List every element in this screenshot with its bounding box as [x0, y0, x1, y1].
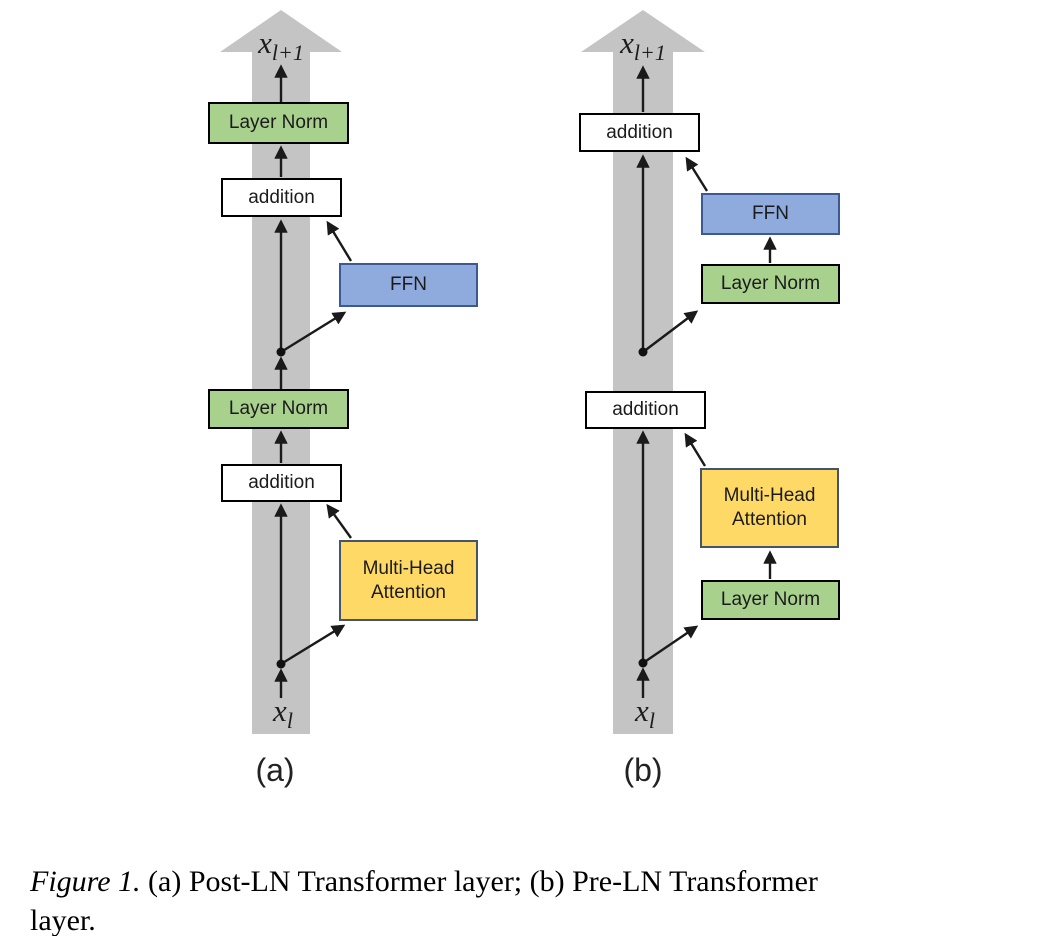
output-label-a: xl+1: [258, 25, 304, 66]
arrow-a-branch-to-ffn: [280, 311, 347, 354]
layer-norm-top-box-a: Layer Norm: [208, 102, 349, 144]
arrow-b-branch-to-layernorm-low: [642, 625, 699, 664]
caption-line1: (a) Post-LN Transformer layer; (b) Pre-L…: [148, 865, 818, 898]
arrow-a-ffn-to-addition: [326, 220, 353, 262]
layer-norm-low-box-b: Layer Norm: [701, 580, 840, 620]
panel-label-a: (a): [255, 752, 295, 788]
arrow-b-branch-to-layernorm-up: [642, 310, 699, 353]
arrow-a-branch-to-mha: [280, 624, 346, 666]
caption-line2: layer.: [30, 904, 96, 936]
ffn-box-b: FFN: [701, 193, 840, 235]
layer-norm-mid-box-a: Layer Norm: [208, 389, 349, 429]
arrow-a-mha-to-addition: [326, 503, 352, 539]
layer-norm-label: Layer Norm: [228, 112, 329, 133]
output-label-b: xl+1: [620, 25, 666, 66]
addition-label: addition: [612, 399, 679, 420]
ffn-label: FFN: [752, 203, 789, 224]
addition-label: addition: [248, 186, 315, 208]
addition-label: addition: [606, 121, 673, 143]
arrow-b-ffn-to-addition: [685, 156, 709, 192]
addition-label: addition: [248, 472, 315, 493]
residual-band-b: [581, 10, 705, 734]
input-label-a: xl: [273, 693, 293, 734]
arrow-b-mha-to-addition: [684, 432, 707, 467]
figure-caption: Figure 1. (a) Post-LN Transformer layer;…: [30, 862, 1030, 936]
panel-label-b: (b): [623, 752, 663, 788]
addition-top-box-b: addition: [579, 113, 700, 152]
figure-number-label: Figure 1.: [30, 865, 141, 898]
addition-bottom-box-a: addition: [221, 464, 342, 502]
addition-mid-box-b: addition: [585, 391, 706, 429]
layer-norm-label: Layer Norm: [720, 589, 821, 610]
addition-top-box-a: addition: [221, 178, 342, 217]
ffn-box-a: FFN: [339, 263, 478, 307]
branch-dot-a-lower: [276, 659, 286, 669]
layer-norm-label: Layer Norm: [720, 273, 821, 294]
layer-norm-label: Layer Norm: [228, 398, 329, 419]
branch-dot-a-upper: [276, 347, 286, 357]
layer-norm-up-box-b: Layer Norm: [701, 264, 840, 304]
diagram-arrows-layer: [220, 10, 777, 734]
ffn-label: FFN: [390, 274, 427, 295]
branch-dot-b-upper: [638, 347, 648, 357]
branch-dot-b-lower: [638, 658, 648, 668]
input-label-b: xl: [635, 693, 655, 734]
